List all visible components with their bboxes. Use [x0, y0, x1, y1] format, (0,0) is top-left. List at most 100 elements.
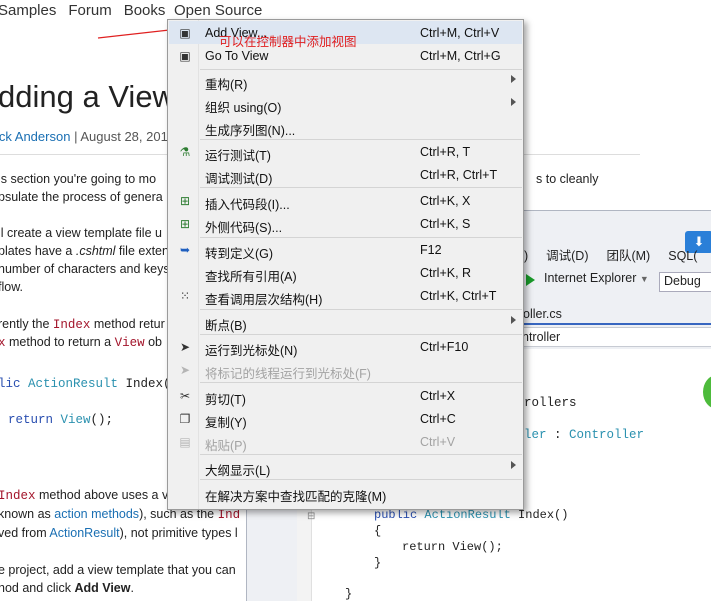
start-debug-icon[interactable]: [526, 274, 535, 286]
menu-item-label: 粘贴(P): [205, 439, 247, 453]
context-menu: ▣ Add View... Ctrl+M, Ctrl+V ▣ Go To Vie…: [167, 19, 524, 510]
menu-item-shortcut: Ctrl+M, Ctrl+V: [420, 26, 500, 40]
chevron-down-icon: ▼: [639, 274, 649, 284]
nav-link-open-source[interactable]: Open Source: [174, 2, 263, 19]
page-title: dding a View: [0, 79, 175, 114]
text-line: plates have a .cshtml file exten: [0, 242, 169, 260]
menu-item-go-to-view[interactable]: ▣ Go To View Ctrl+M, Ctrl+G: [169, 44, 522, 67]
menu-item-label: 重构(R): [205, 78, 248, 92]
menu-item-label: 组织 using(O): [205, 101, 282, 115]
code-token: ActionResult: [28, 377, 119, 391]
menu-item-organize-usings[interactable]: 组织 using(O): [169, 92, 522, 115]
text-line: number of characters and keys: [0, 262, 170, 276]
class-navigator[interactable]: ntroller: [499, 327, 711, 347]
menu-item-refactor[interactable]: 重构(R): [169, 69, 522, 92]
menu-item-shortcut: Ctrl+F10: [420, 340, 469, 354]
paragraph-intro-right: s to cleanly: [536, 172, 599, 186]
annotation-text: 可以在控制器中添加视图: [219, 35, 357, 49]
menu-item-run-tests[interactable]: ⚗ 运行测试(T) Ctrl+R, T: [169, 140, 522, 163]
text-span: rently the: [0, 317, 53, 331]
paragraph-intro: is section you're going to mo: [0, 170, 156, 188]
text-line: hod and click Add View.: [0, 579, 134, 597]
text-line: ved from ActionResult), not primitive ty…: [0, 524, 238, 542]
green-circle-icon: [703, 375, 711, 409]
menu-item-label: 调试测试(D): [205, 172, 273, 186]
actionresult-link[interactable]: ActionResult: [49, 526, 120, 540]
menu-item-view-call-hierarchy[interactable]: ⁙ 查看调用层次结构(H) Ctrl+K, Ctrl+T: [169, 284, 522, 307]
menu-item-add-view[interactable]: ▣ Add View... Ctrl+M, Ctrl+V: [169, 21, 522, 44]
menu-separator: [200, 69, 522, 70]
menu-item-shortcut: Ctrl+R, T: [420, 145, 471, 159]
menu-item-run-to-cursor[interactable]: ➤ 运行到光标处(N) Ctrl+F10: [169, 335, 522, 358]
menu-item-surround-with[interactable]: ⊞ 外侧代码(S)... Ctrl+K, S: [169, 212, 522, 235]
menu-item-cut[interactable]: ✂ 剪切(T) Ctrl+X: [169, 384, 522, 407]
menu-item-label: 生成序列图(N)...: [205, 124, 296, 138]
paste-icon: ▤: [179, 435, 191, 449]
menu-item-label: Add View...: [205, 26, 268, 40]
browser-name: Internet Explorer: [544, 271, 637, 285]
menu-item-generate-sequence-diagram[interactable]: 生成序列图(N)...: [169, 115, 522, 138]
menu-item-label: 复制(Y): [205, 416, 247, 430]
code-token: Index(): [510, 508, 569, 522]
collapse-icon[interactable]: ⊟: [307, 511, 316, 522]
menu-item-shortcut: Ctrl+K, R: [420, 266, 472, 280]
cut-icon: ✂: [179, 389, 191, 403]
ide-menu-debug[interactable]: 调试(D): [546, 249, 589, 263]
code-line: lic ActionResult Index(: [0, 377, 171, 391]
ide-menu-team[interactable]: 团队(M): [606, 249, 651, 263]
code-line: return View();: [8, 413, 113, 427]
byline-separator: |: [74, 129, 78, 144]
menu-item-label: 查看调用层次结构(H): [205, 293, 323, 307]
run-to-cursor-icon: ➤: [179, 340, 191, 354]
menu-item-insert-snippet[interactable]: ⊞ 插入代码段(I)... Ctrl+K, X: [169, 189, 522, 212]
menu-item-find-clones[interactable]: 在解决方案中查找匹配的克隆(M): [169, 481, 522, 504]
submenu-arrow-icon: [511, 75, 516, 83]
text-line: e project, add a view template that you …: [0, 563, 236, 577]
text-line: is section you're going to mo: [0, 172, 157, 186]
download-icon: ⬇: [685, 231, 711, 253]
menu-item-breakpoint[interactable]: 断点(B): [169, 310, 522, 333]
text-span: known as: [0, 507, 55, 521]
text-line: ll create a view template file u: [0, 226, 162, 240]
code-token: :: [546, 428, 570, 442]
menu-separator: [200, 187, 522, 188]
code-token: ler: [524, 428, 547, 442]
menu-item-label: 剪切(T): [205, 393, 246, 407]
inline-code: Index: [52, 318, 91, 332]
go-to-definition-icon: ➥: [179, 243, 191, 257]
ide-menu-sql[interactable]: SQL(: [668, 249, 698, 263]
inline-code: Ind: [217, 508, 241, 522]
action-methods-link[interactable]: action methods: [54, 507, 140, 521]
menu-item-copy[interactable]: ❐ 复制(Y) Ctrl+C: [169, 407, 522, 430]
menu-item-debug-tests[interactable]: 调试测试(D) Ctrl+R, Ctrl+T: [169, 163, 522, 186]
inline-code: View: [114, 336, 145, 350]
inline-code: Index: [0, 489, 36, 503]
nav-link-books[interactable]: Books: [123, 2, 166, 19]
nav-link-samples[interactable]: Samples: [0, 2, 57, 19]
config-dropdown[interactable]: Debug: [659, 272, 711, 292]
menu-item-label: 运行测试(T): [205, 149, 271, 163]
copy-icon: ❐: [179, 412, 191, 426]
go-to-view-icon: ▣: [179, 49, 191, 63]
run-flagged-threads-icon: ➤: [179, 363, 191, 377]
text-span: file exten: [115, 244, 169, 258]
text-span: ved from: [0, 526, 50, 540]
browser-selector[interactable]: Internet Explorer ▼: [544, 271, 649, 285]
submenu-arrow-icon: [511, 461, 516, 469]
author-link[interactable]: ick Anderson: [0, 129, 71, 144]
code-token: ();: [90, 413, 114, 427]
code-token: public: [374, 508, 425, 522]
menu-item-go-to-definition[interactable]: ➥ 转到定义(G) F12: [169, 238, 522, 261]
text-line: flow.: [0, 280, 24, 294]
surround-with-icon: ⊞: [179, 217, 191, 231]
text-line: x method to return a View ob: [0, 333, 162, 352]
editor-tab[interactable]: oller.cs: [523, 307, 562, 321]
nav-link-forum[interactable]: Forum: [68, 2, 112, 19]
run-tests-icon: ⚗: [179, 145, 191, 159]
submenu-arrow-icon: [511, 98, 516, 106]
insert-snippet-icon: ⊞: [179, 194, 191, 208]
text-span: ), such as the: [139, 507, 218, 521]
menu-item-shortcut: Ctrl+K, Ctrl+T: [420, 289, 497, 303]
menu-item-outlining[interactable]: 大纲显示(L): [169, 455, 522, 478]
menu-item-find-all-references[interactable]: 查找所有引用(A) Ctrl+K, R: [169, 261, 522, 284]
